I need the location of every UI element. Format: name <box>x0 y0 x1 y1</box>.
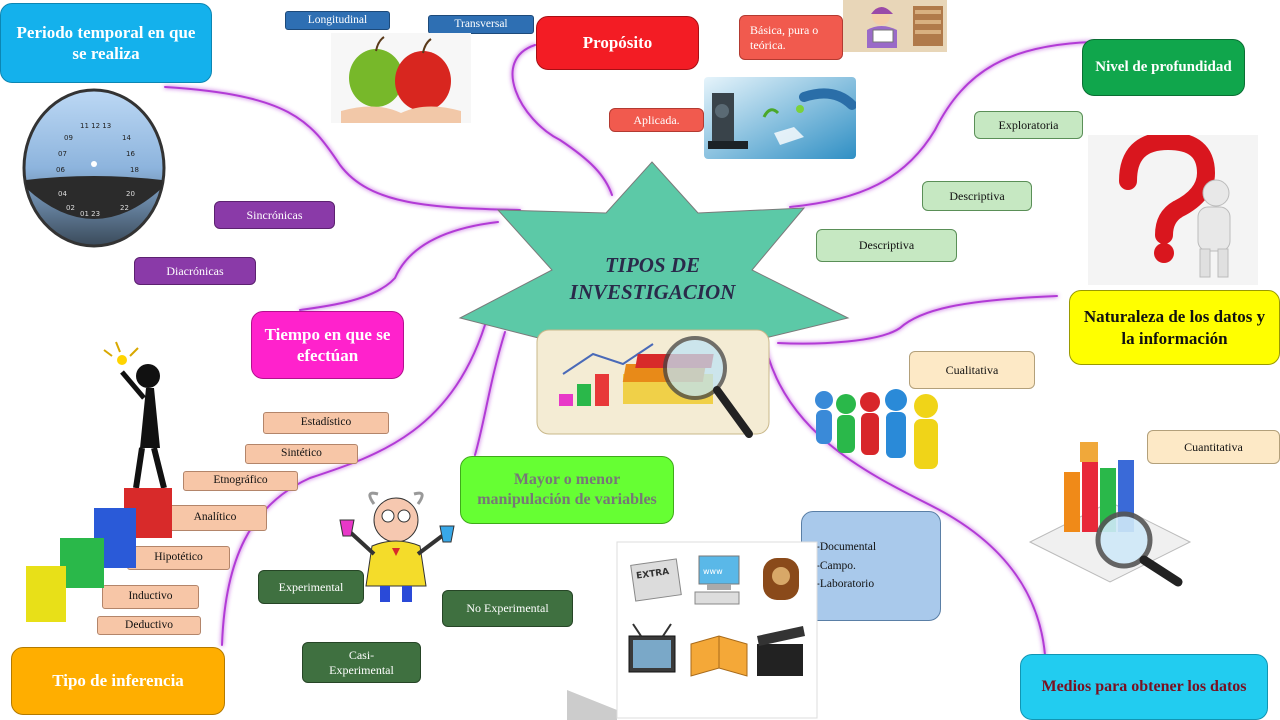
category-periodo-label: Periodo temporal en que se realiza <box>16 22 196 63</box>
category-nivel-label: Nivel de profundidad <box>1095 59 1232 76</box>
svg-text:14: 14 <box>122 134 131 142</box>
leaf-no-experimental-label: No Experimental <box>466 601 549 616</box>
leaf-estadistico[interactable]: Estadístico <box>263 412 389 434</box>
svg-text:18: 18 <box>130 166 139 174</box>
svg-text:01 23: 01 23 <box>80 210 100 218</box>
leaf-descriptiva-1-label: Descriptiva <box>949 188 1005 203</box>
medios-campo: -Campo. <box>816 559 856 572</box>
category-inferencia-label: Tipo de inferencia <box>52 671 184 691</box>
svg-text:06: 06 <box>56 166 65 174</box>
category-naturaleza[interactable]: Naturaleza de los datos y la información <box>1069 290 1280 365</box>
category-proposito-label: Propósito <box>582 33 653 53</box>
leaf-diacronicas-label: Diacrónicas <box>166 263 224 278</box>
leaf-sintetico[interactable]: Sintético <box>245 444 358 464</box>
leaf-sincronicas-label: Sincrónicas <box>246 207 303 222</box>
leaf-estadistico-label: Estadístico <box>300 416 352 429</box>
leaf-descriptiva-2-label: Descriptiva <box>858 238 915 253</box>
leaf-hipotetico[interactable]: Hipotético <box>127 546 230 570</box>
category-manipulacion[interactable]: Mayor o menor manipulación de variables <box>460 456 674 524</box>
center-title-line1: TIPOS DE <box>604 253 701 277</box>
leaf-basica[interactable]: Básica, pura o teórica. <box>739 15 843 60</box>
leaf-basica-label: Básica, pura o teórica. <box>750 23 819 52</box>
svg-text:22: 22 <box>120 204 129 212</box>
connector-manipulacion <box>474 331 506 456</box>
category-proposito[interactable]: Propósito <box>536 16 699 70</box>
category-periodo[interactable]: Periodo temporal en que se realiza <box>0 3 212 83</box>
leaf-analitico[interactable]: Analítico <box>163 505 267 531</box>
thinker-puzzle-illustration <box>26 341 172 622</box>
leaf-deductivo-label: Deductivo <box>125 618 173 631</box>
laboratory-illustration <box>704 77 856 159</box>
leaf-exploratoria[interactable]: Exploratoria <box>974 111 1083 139</box>
category-naturaleza-label: Naturaleza de los datos y la información <box>1083 307 1266 348</box>
category-inferencia[interactable]: Tipo de inferencia <box>11 647 225 715</box>
svg-text:16: 16 <box>126 150 135 158</box>
leaf-transversal-label: Transversal <box>454 17 508 30</box>
connector-periodo <box>164 86 521 211</box>
svg-text:04: 04 <box>58 190 67 198</box>
leaf-cuantitativa-label: Cuantitativa <box>1184 439 1243 454</box>
svg-text:EXTRA: EXTRA <box>636 567 670 582</box>
leaf-sincronicas[interactable]: Sincrónicas <box>214 201 335 229</box>
leaf-cualitativa-label: Cualitativa <box>945 362 999 377</box>
leaf-aplicada[interactable]: Aplicada. <box>609 108 704 132</box>
reading-person-illustration <box>843 0 947 52</box>
leaf-diacronicas[interactable]: Diacrónicas <box>134 257 256 285</box>
svg-text:07: 07 <box>58 150 67 158</box>
leaf-experimental-label: Experimental <box>278 579 344 594</box>
medios-laboratorio: -Laboratorio <box>816 578 875 591</box>
connector-proposito <box>511 44 613 196</box>
connector-medios <box>764 344 1046 656</box>
3d-bar-chart-illustration <box>1028 442 1192 587</box>
connector-naturaleza <box>777 295 1058 345</box>
svg-text:09: 09 <box>64 134 73 142</box>
chart-magnifier-illustration <box>536 329 770 438</box>
clock-illustration: 11 12 13 09 14 07 16 06 18 04 20 02 22 01 23 <box>22 88 166 248</box>
leaf-sintetico-label: Sintético <box>281 447 322 460</box>
leaf-longitudinal[interactable]: Longitudinal <box>285 11 390 30</box>
people-group-illustration <box>815 389 938 469</box>
leaf-no-experimental[interactable]: No Experimental <box>442 590 573 627</box>
leaf-inductivo-label: Inductivo <box>128 590 173 603</box>
leaf-cuantitativa[interactable]: Cuantitativa <box>1147 430 1280 464</box>
connector-inferencia <box>221 314 489 646</box>
svg-text:02: 02 <box>66 204 75 212</box>
category-manipulacion-label: Mayor o menor manipulación de variables <box>477 471 657 508</box>
category-medios-label: Medios para obtener los datos <box>1041 678 1247 695</box>
medios-documental: -Documental <box>816 541 877 554</box>
leaf-analitico-label: Analítico <box>193 511 237 524</box>
leaf-casi-experimental[interactable]: Casi-Experimental <box>302 642 421 683</box>
leaf-medios-list[interactable]: -Documental -Campo. -Laboratorio <box>801 511 941 621</box>
center-title: TIPOS DE INVESTIGACION <box>540 252 765 307</box>
leaf-exploratoria-label: Exploratoria <box>998 117 1059 132</box>
leaf-descriptiva-1[interactable]: Descriptiva <box>922 181 1032 211</box>
center-title-line2: INVESTIGACION <box>569 280 736 305</box>
leaf-longitudinal-label: Longitudinal <box>307 13 368 26</box>
category-tiempo[interactable]: Tiempo en que se efectúan <box>251 311 404 379</box>
leaf-cualitativa[interactable]: Cualitativa <box>909 351 1035 389</box>
scientist-illustration <box>339 491 455 602</box>
category-nivel[interactable]: Nivel de profundidad <box>1082 39 1245 96</box>
media-icons-illustration: EXTRA www <box>567 541 818 720</box>
leaf-hipotetico-label: Hipotético <box>154 551 203 564</box>
leaf-etnografico[interactable]: Etnográfico <box>183 471 298 491</box>
leaf-aplicada-label: Aplicada. <box>633 112 680 127</box>
leaf-casi-experimental-label: Casi-Experimental <box>329 648 394 677</box>
leaf-descriptiva-2[interactable]: Descriptiva <box>816 229 957 262</box>
leaf-etnografico-label: Etnográfico <box>213 474 268 487</box>
leaf-inductivo[interactable]: Inductivo <box>102 585 199 609</box>
leaf-transversal[interactable]: Transversal <box>428 15 534 34</box>
apples-illustration <box>331 33 471 123</box>
svg-text:20: 20 <box>126 190 135 198</box>
svg-text:www: www <box>703 567 723 576</box>
category-medios[interactable]: Medios para obtener los datos <box>1020 654 1268 720</box>
leaf-deductivo[interactable]: Deductivo <box>97 616 201 635</box>
category-tiempo-label: Tiempo en que se efectúan <box>264 324 391 365</box>
leaf-experimental[interactable]: Experimental <box>258 570 364 604</box>
connector-tiempo <box>299 221 499 311</box>
svg-text:11 12 13: 11 12 13 <box>80 122 111 130</box>
question-mark-illustration <box>1088 135 1258 285</box>
connector-nivel <box>789 41 1093 208</box>
